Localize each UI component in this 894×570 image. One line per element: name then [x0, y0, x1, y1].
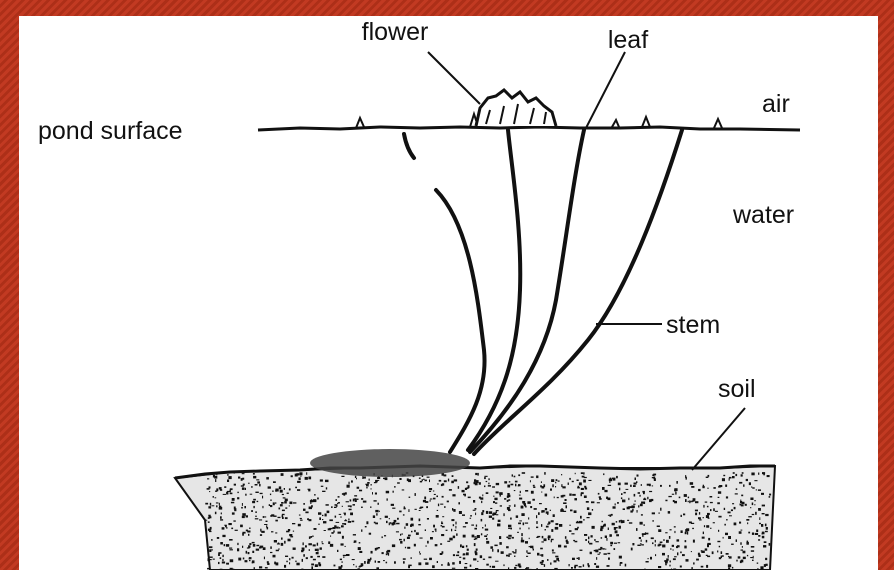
pond-surface-line [258, 127, 800, 130]
diagram-panel: flower leaf pond surface air water stem … [19, 16, 878, 570]
label-soil: soil [718, 375, 756, 403]
label-air: air [762, 90, 790, 118]
flower-shape [476, 90, 556, 126]
label-pond-surface: pond surface [38, 117, 183, 145]
label-leaf: leaf [608, 26, 648, 54]
water-lily-diagram: flower leaf pond surface air water stem … [19, 16, 878, 570]
label-flower: flower [362, 18, 429, 46]
soil-layer [175, 449, 775, 570]
label-water: water [732, 201, 794, 229]
stems [404, 130, 682, 454]
label-stem: stem [666, 311, 720, 339]
